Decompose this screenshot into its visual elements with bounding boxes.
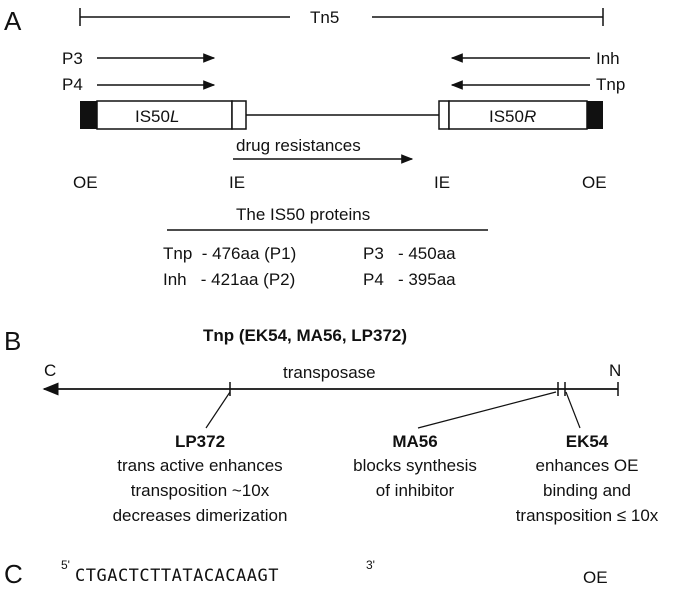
oe-left-label: OE: [73, 173, 98, 192]
ma56-desc-1: blocks synthesis: [353, 456, 477, 475]
oe-sequence: CTGACTCTTATACACAAGT: [75, 566, 279, 586]
protein-p4-row: P4 - 395aa: [363, 270, 456, 289]
lp372-desc-2: transposition ~10x: [131, 481, 270, 500]
lp372-name: LP372: [175, 432, 225, 451]
panel-a-label: A: [4, 6, 22, 36]
is50l-element: [80, 100, 247, 130]
protein-tnp-row: Tnp - 476aa (P1): [163, 244, 296, 263]
tn5-span: [79, 8, 604, 26]
ma56-leader: [417, 391, 557, 429]
ie-right-label: IE: [434, 173, 450, 192]
ek54-desc-1: enhances OE: [535, 456, 638, 475]
ek54-leader: [565, 391, 581, 429]
is50r-element: [438, 100, 603, 130]
tnp-mutants-title: Tnp (EK54, MA56, LP372): [203, 326, 407, 345]
three-prime-label: 3': [366, 558, 375, 572]
drug-resistances-label: drug resistances: [236, 136, 361, 155]
lp372-desc-3: decreases dimerization: [113, 506, 288, 525]
p4-label: P4: [62, 75, 83, 94]
oe-right-label: OE: [582, 173, 607, 192]
panel-c-label: C: [4, 559, 23, 589]
protein-p3-row: P3 - 450aa: [363, 244, 456, 263]
ma56-desc-2: of inhibitor: [376, 481, 455, 500]
transposase-label: transposase: [283, 363, 376, 382]
five-prime-label: 5': [61, 558, 70, 572]
p3-label: P3: [62, 49, 83, 68]
lp372-leader: [205, 391, 231, 429]
protein-inh-row: Inh - 421aa (P2): [163, 270, 295, 289]
c-terminus-label: C: [44, 361, 56, 380]
ek54-name: EK54: [566, 432, 609, 451]
oe-sequence-label: OE: [583, 568, 608, 587]
tnp-label: Tnp: [596, 75, 625, 94]
is50r-label: IS50R: [489, 107, 536, 126]
is50l-label: IS50L: [135, 107, 179, 126]
tn5-label: Tn5: [310, 8, 339, 27]
inh-label: Inh: [596, 49, 620, 68]
n-terminus-label: N: [609, 361, 621, 380]
ek54-desc-2: binding and: [543, 481, 631, 500]
ek54-desc-3: transposition ≤ 10x: [516, 506, 659, 525]
panel-b-label: B: [4, 326, 21, 356]
lp372-desc-1: trans active enhances: [117, 456, 282, 475]
proteins-title: The IS50 proteins: [236, 205, 370, 224]
ma56-name: MA56: [392, 432, 437, 451]
ie-left-label: IE: [229, 173, 245, 192]
